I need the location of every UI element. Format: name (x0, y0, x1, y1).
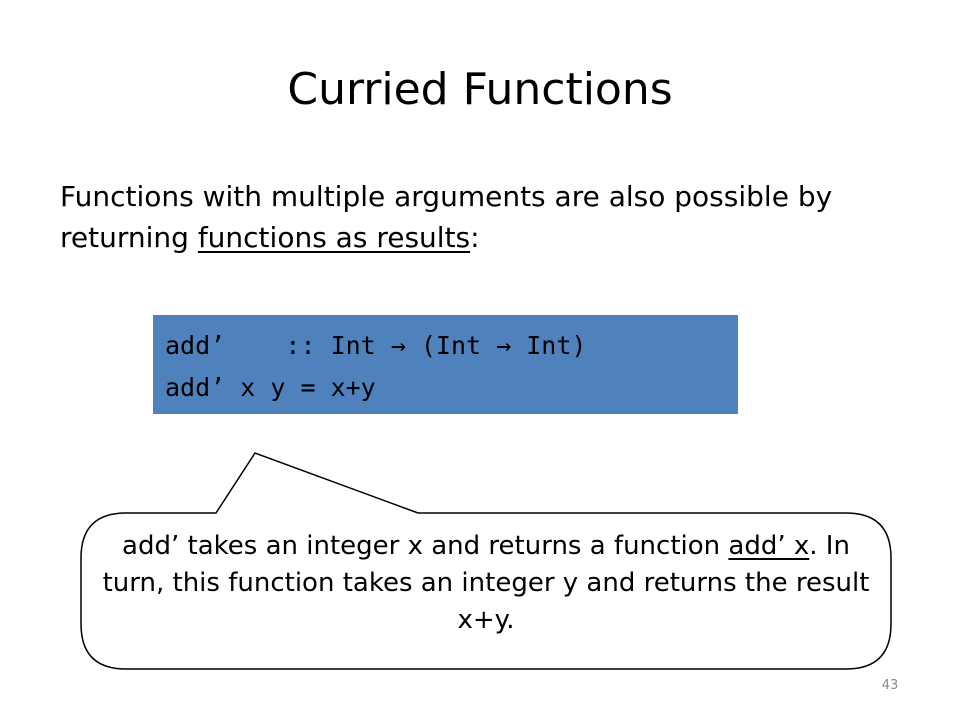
intro-text: Functions with multiple arguments are al… (60, 176, 940, 258)
intro-text-part2: : (470, 221, 480, 254)
callout-text-part1: add’ takes an integer x and returns a fu… (122, 531, 729, 561)
code-block: add’ :: Int → (Int → Int) add’ x y = x+y (153, 315, 738, 414)
callout-text-underlined: add’ x (728, 531, 810, 561)
callout-text: add’ takes an integer x and returns a fu… (92, 528, 880, 639)
callout-text-part2: . In turn, this function takes an intege… (102, 531, 870, 635)
code-line-type-signature: add’ :: Int → (Int → Int) (165, 331, 587, 360)
code-line-definition: add’ x y = x+y (165, 373, 376, 402)
intro-text-part1: Functions with multiple arguments are al… (60, 180, 833, 254)
page-number: 43 (881, 678, 899, 693)
intro-text-underlined: functions as results (197, 221, 471, 254)
slide-title: Curried Functions (287, 64, 673, 115)
